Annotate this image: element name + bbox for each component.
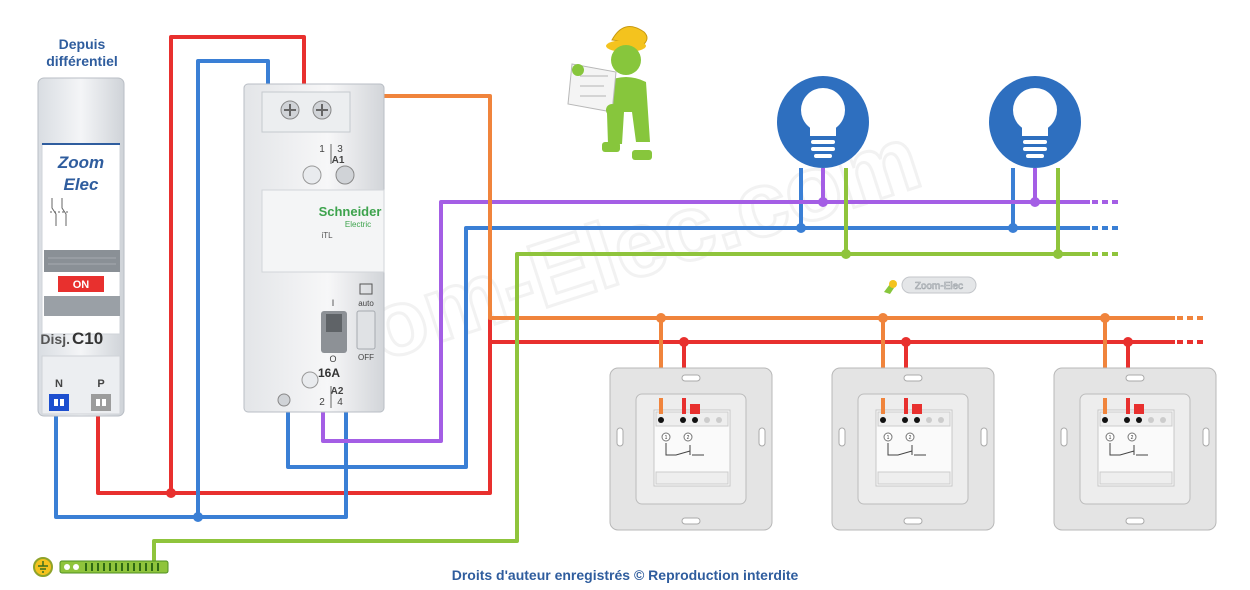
pushbutton-1: 1 2 [609, 367, 773, 531]
pushbutton-2: 1 2 [831, 367, 995, 531]
relay-terminal-a1: A1 [332, 155, 345, 166]
zoom-elec-logo: Zoom-Elec [884, 276, 977, 294]
relay-brand: Schneider [319, 204, 382, 219]
phase-wire-relay-feed [169, 35, 306, 493]
breaker-brand-line1: Zoom [57, 153, 104, 172]
relay-terminal-a2: A2 [331, 386, 344, 397]
relay-mode-slider [356, 310, 376, 350]
junction-dot [1008, 223, 1018, 233]
neutral-wire-relay-feed [196, 59, 270, 517]
pushbutton-1-terminal-1: 1 [665, 435, 668, 441]
junction-dot [193, 512, 203, 522]
source-label: Depuis différentiel [22, 36, 142, 70]
breaker-on-indicator [58, 276, 104, 292]
junction-dot [1030, 197, 1040, 207]
junction-dot [1123, 337, 1133, 347]
junction-dot [901, 337, 911, 347]
earth-symbol-icon [33, 557, 53, 577]
pushbutton-3-terminal-1: 1 [1109, 435, 1112, 441]
earth-wire [152, 252, 1090, 565]
relay-switch-on-mark: I [332, 298, 335, 308]
worker-figure-icon [567, 26, 652, 160]
breaker-terminal-p [91, 394, 111, 411]
junction-dot [1100, 313, 1110, 323]
junction-dot [656, 313, 666, 323]
pushbutton-1-terminal-2: 2 [687, 435, 690, 441]
relay-switch-off-mark: O [329, 354, 336, 364]
breaker-rating-prefix: Disj. [40, 331, 70, 347]
breaker-terminal-n [49, 394, 69, 411]
source-label-line1: Depuis [58, 36, 106, 52]
lamp-2-icon [989, 76, 1081, 168]
pushbutton-3-terminal-2: 2 [1131, 435, 1134, 441]
copyright-footer: Droits d'auteur enregistrés © Reproducti… [451, 567, 799, 583]
junction-dot [841, 249, 851, 259]
junction-dot [818, 197, 828, 207]
relay-terminal-2: 2 [319, 397, 325, 408]
relay-model: iTL [321, 231, 333, 240]
source-label-line2: différentiel [46, 53, 118, 69]
impulse-relay: 1 3 A1 Schneider Electric iTL I auto O O… [243, 83, 385, 413]
pushbutton-2-terminal-1: 1 [887, 435, 890, 441]
relay-terminal-4: 4 [337, 397, 343, 408]
relay-mode-auto: auto [358, 299, 374, 308]
pushbutton-2-terminal-2: 2 [909, 435, 912, 441]
junction-dot [796, 223, 806, 233]
breaker-terminal-n-label: N [55, 378, 63, 390]
pushbutton-3: 1 2 [1053, 367, 1217, 531]
junction-dot [679, 337, 689, 347]
relay-mode-off: OFF [358, 353, 374, 362]
lamp-1-icon [777, 76, 869, 168]
neutral-lamp-wire [286, 226, 1090, 469]
junction-dot [878, 313, 888, 323]
zoom-elec-logo-text: Zoom-Elec [915, 281, 963, 292]
breaker-terminal-p-label: P [97, 378, 104, 390]
coil-output-wire [321, 200, 1090, 443]
relay-brand-sub: Electric [345, 220, 371, 229]
relay-rating: 16A [318, 366, 340, 380]
breaker-brand-line2: Elec [64, 175, 100, 194]
breaker-rating: C10 [72, 329, 103, 348]
breaker-on-label: ON [73, 279, 90, 291]
earth-terminal-bar [33, 557, 169, 577]
junction-dot [1053, 249, 1063, 259]
relay-terminal-3: 3 [337, 144, 343, 155]
relay-terminal-1: 1 [319, 144, 325, 155]
circuit-breaker: Zoom Elec ON Disj. C10 N P [37, 77, 125, 417]
breaker-symbol-icon [50, 198, 68, 226]
junction-dot [166, 488, 176, 498]
